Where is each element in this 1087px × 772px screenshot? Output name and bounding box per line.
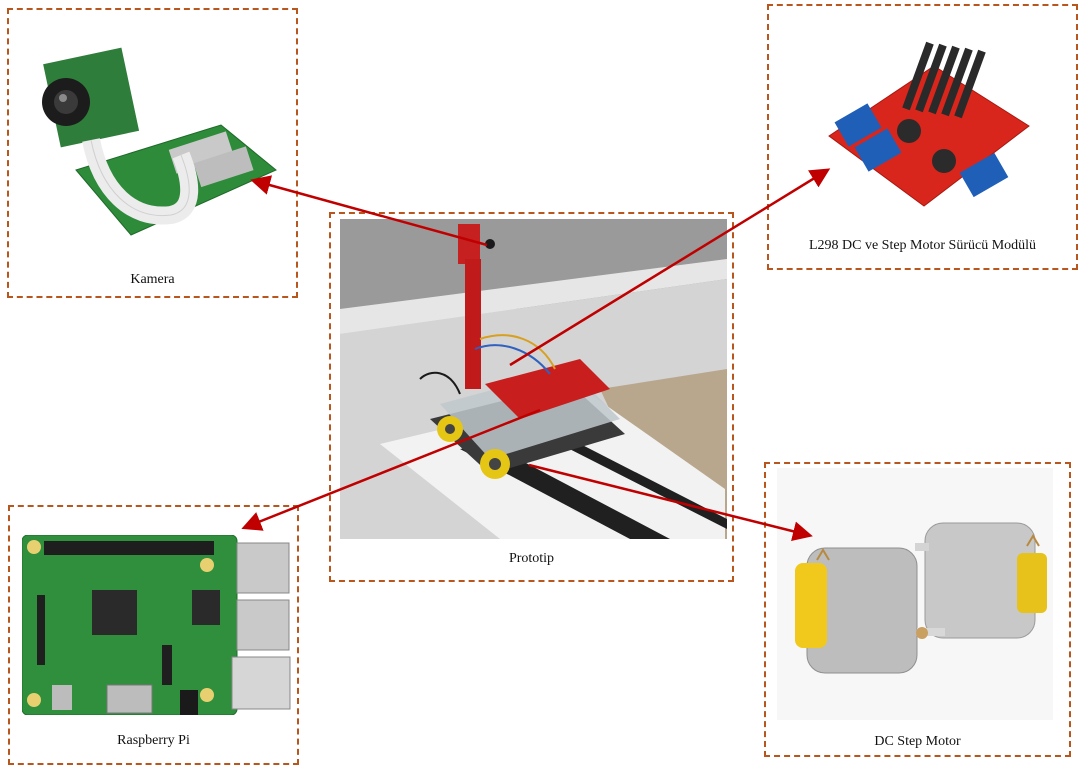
- prototype-image: [340, 219, 727, 539]
- prototype-label: Prototip: [508, 551, 555, 566]
- motor-driver-box: L298 DC ve Step Motor Sürücü Modülü: [767, 4, 1078, 270]
- dc-motor-label: DC Step Motor: [874, 734, 961, 749]
- raspberry-pi-label: Raspberry Pi: [117, 733, 190, 748]
- camera-box: Kamera: [7, 8, 298, 298]
- motor-driver-image: [814, 31, 1044, 211]
- motor-driver-label: L298 DC ve Step Motor Sürücü Modülü: [808, 238, 1037, 253]
- camera-image: [21, 30, 286, 245]
- prototype-box: Prototip: [329, 212, 734, 582]
- raspberry-pi-box: Raspberry Pi: [8, 505, 299, 765]
- dc-motor-box: DC Step Motor: [764, 462, 1071, 757]
- camera-label: Kamera: [130, 272, 175, 287]
- dc-motor-image: [777, 468, 1053, 720]
- raspberry-pi-image: [22, 535, 292, 715]
